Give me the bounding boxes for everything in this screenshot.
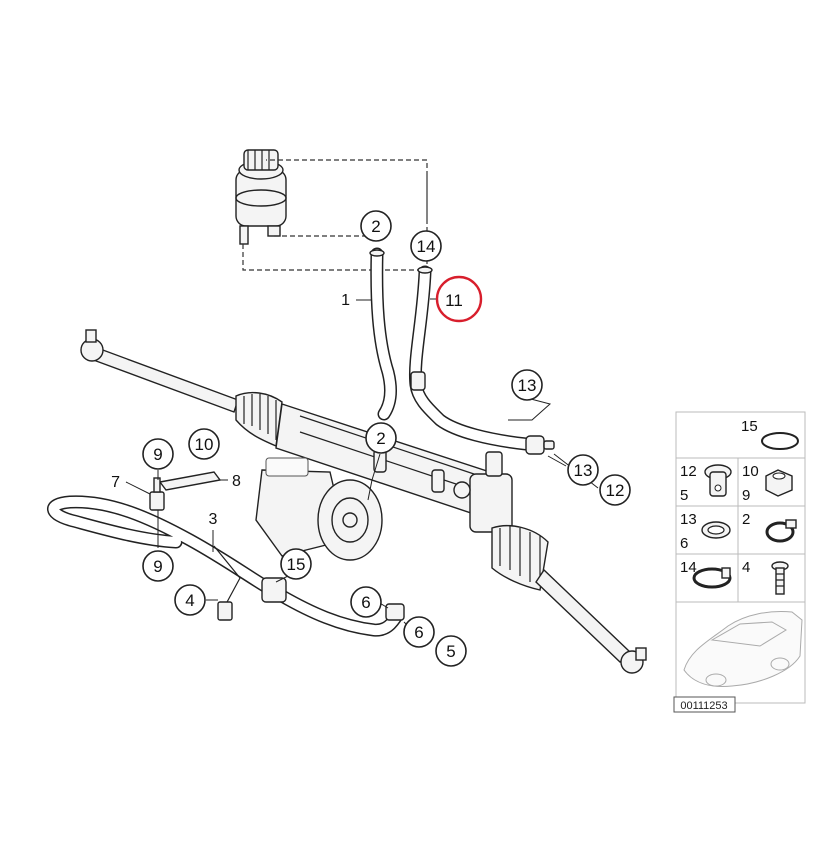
svg-text:6: 6 bbox=[361, 593, 370, 612]
svg-text:14: 14 bbox=[417, 237, 436, 256]
fluid-reservoir bbox=[235, 149, 287, 245]
svg-text:5: 5 bbox=[680, 487, 688, 504]
pressure-line bbox=[47, 495, 405, 637]
svg-text:5: 5 bbox=[446, 642, 455, 661]
suction-hose bbox=[408, 265, 555, 455]
svg-text:00111253: 00111253 bbox=[680, 700, 727, 712]
svg-text:2: 2 bbox=[371, 217, 380, 236]
svg-text:10: 10 bbox=[742, 463, 759, 480]
svg-text:12: 12 bbox=[680, 463, 697, 480]
svg-text:10: 10 bbox=[195, 435, 214, 454]
hose-clamp-icon bbox=[765, 519, 797, 543]
svg-text:11: 11 bbox=[445, 291, 463, 310]
svg-text:9: 9 bbox=[153, 557, 162, 576]
callout-13-right[interactable]: 13 bbox=[567, 454, 599, 486]
label-3: 3 bbox=[209, 511, 218, 528]
callout-15[interactable]: 15 bbox=[280, 548, 312, 580]
legend-tile-4[interactable]: 4 bbox=[742, 559, 789, 595]
svg-text:15: 15 bbox=[741, 418, 758, 435]
vehicle-silhouette-icon bbox=[683, 611, 803, 687]
callout-2-top[interactable]: 2 bbox=[360, 210, 392, 242]
leader-13-right bbox=[547, 455, 567, 467]
seal-ring-icon bbox=[701, 521, 731, 539]
label-1: 1 bbox=[341, 292, 350, 309]
callout-9-bot[interactable]: 9 bbox=[142, 550, 174, 582]
svg-text:2: 2 bbox=[742, 511, 750, 528]
svg-text:13: 13 bbox=[518, 376, 537, 395]
legend-tile-10-9[interactable]: 10 9 bbox=[742, 463, 793, 504]
callout-4[interactable]: 4 bbox=[174, 584, 206, 616]
legend-tile-2[interactable]: 2 bbox=[742, 511, 797, 543]
leader-2-mid bbox=[367, 453, 381, 501]
svg-text:13: 13 bbox=[680, 511, 697, 528]
svg-text:4: 4 bbox=[185, 591, 194, 610]
legend-tile-14[interactable]: 14 bbox=[680, 559, 732, 589]
callout-13-top[interactable]: 13 bbox=[511, 369, 543, 401]
diagram-reference-number: 00111253 bbox=[673, 696, 736, 713]
svg-text:14: 14 bbox=[680, 559, 697, 576]
leader-7-8 bbox=[125, 479, 228, 495]
legend-tile-15[interactable]: 15 bbox=[741, 418, 799, 450]
callout-2-mid[interactable]: 2 bbox=[365, 422, 397, 454]
callout-6-top[interactable]: 6 bbox=[350, 586, 382, 618]
svg-text:6: 6 bbox=[680, 535, 688, 552]
bracket-assembly bbox=[149, 471, 222, 511]
callout-10[interactable]: 10 bbox=[188, 428, 220, 460]
callout-11-highlighted[interactable]: 11 bbox=[435, 275, 483, 323]
leader-13-top bbox=[508, 397, 552, 421]
svg-text:9: 9 bbox=[153, 445, 162, 464]
callout-12[interactable]: 12 bbox=[599, 474, 631, 506]
o-ring-icon bbox=[761, 432, 799, 450]
label-7: 7 bbox=[111, 474, 120, 491]
svg-text:12: 12 bbox=[606, 481, 625, 500]
hollow-bolt-icon bbox=[704, 464, 732, 497]
svg-text:2: 2 bbox=[376, 429, 385, 448]
svg-text:13: 13 bbox=[574, 461, 593, 480]
bolt-icon bbox=[771, 561, 789, 595]
return-hose bbox=[369, 247, 398, 421]
band-clamp-icon bbox=[692, 567, 732, 589]
highlight-ring bbox=[435, 275, 483, 323]
label-8: 8 bbox=[232, 473, 241, 490]
legend-tile-12-5[interactable]: 12 5 bbox=[680, 463, 732, 504]
svg-text:9: 9 bbox=[742, 487, 750, 504]
nut-icon bbox=[765, 469, 793, 497]
steering-pump bbox=[255, 457, 383, 561]
callout-5[interactable]: 5 bbox=[435, 635, 467, 667]
svg-text:4: 4 bbox=[742, 559, 750, 576]
steering-rack bbox=[80, 329, 647, 674]
callout-14[interactable]: 14 bbox=[410, 230, 442, 262]
legend-grid: 15 12 5 10 9 13 6 bbox=[675, 411, 806, 704]
svg-text:6: 6 bbox=[414, 623, 423, 642]
svg-text:15: 15 bbox=[287, 555, 306, 574]
legend-tile-13-6[interactable]: 13 6 bbox=[680, 511, 731, 552]
callout-6-bot[interactable]: 6 bbox=[403, 616, 435, 648]
callout-9-top[interactable]: 9 bbox=[142, 438, 174, 470]
